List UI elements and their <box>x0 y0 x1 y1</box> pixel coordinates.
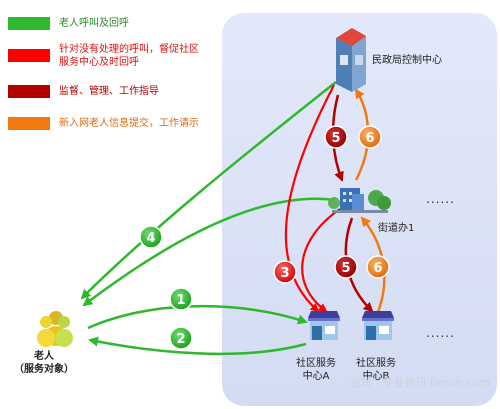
arrow-ministry-to-elder <box>80 81 337 300</box>
arrow-street-to-center-a <box>301 208 341 313</box>
svg-text:2: 2 <box>176 332 185 347</box>
center-a-label: 社区服务 中心A <box>296 358 336 382</box>
step-badge: 3 <box>273 260 297 284</box>
watermark: 论坛 · 专业资讯 forum.com <box>350 376 490 389</box>
svg-text:3: 3 <box>280 266 289 281</box>
legend-label-supervise: 监督、管理、工作指导 <box>59 86 159 97</box>
center-b-label: 社区服务 中心B <box>356 358 396 382</box>
step-badge: 4 <box>139 225 163 249</box>
shop-icon <box>308 311 340 340</box>
legend-swatch-orange <box>8 117 50 130</box>
step-badge: 2 <box>169 326 193 350</box>
svg-text:6: 6 <box>365 131 374 146</box>
svg-text:4: 4 <box>146 231 155 246</box>
office-icon <box>328 188 391 213</box>
step-badge: 1 <box>169 287 193 311</box>
arrow-center-to-elder <box>88 336 307 356</box>
arrow-street-to-elder <box>82 197 337 307</box>
street-office-label: 街道办1 <box>378 223 415 234</box>
more-offices-ellipsis: ...... <box>426 192 455 206</box>
step-badge: 6 <box>366 255 390 279</box>
legend-swatch-red <box>8 49 50 62</box>
legend-swatch-darkred <box>8 85 50 98</box>
step-badge: 5 <box>334 255 358 279</box>
more-centers-ellipsis: ...... <box>426 326 455 340</box>
step-badge: 6 <box>358 125 382 149</box>
legend-swatch-green <box>8 17 50 30</box>
arrow-ministry-to-center-a <box>284 84 335 313</box>
svg-text:5: 5 <box>331 131 340 146</box>
shop-icon <box>362 311 394 340</box>
people-icon <box>37 311 73 347</box>
legend-label-urge: 针对没有处理的呼叫，督促社区 服务中心及时回呼 <box>59 44 199 68</box>
svg-text:5: 5 <box>341 261 350 276</box>
elder-label: 老人 （服务对象） <box>14 351 74 375</box>
svg-text:6: 6 <box>373 261 382 276</box>
arrow-elder-to-center <box>87 305 308 330</box>
legend-label-submit: 新入网老人信息提交，工作请示 <box>59 118 199 129</box>
ministry-label: 民政局控制中心 <box>372 55 442 66</box>
legend-label-call: 老人呼叫及回呼 <box>59 18 129 29</box>
building-icon <box>336 28 366 92</box>
svg-text:1: 1 <box>176 293 185 308</box>
step-badge: 5 <box>324 125 348 149</box>
